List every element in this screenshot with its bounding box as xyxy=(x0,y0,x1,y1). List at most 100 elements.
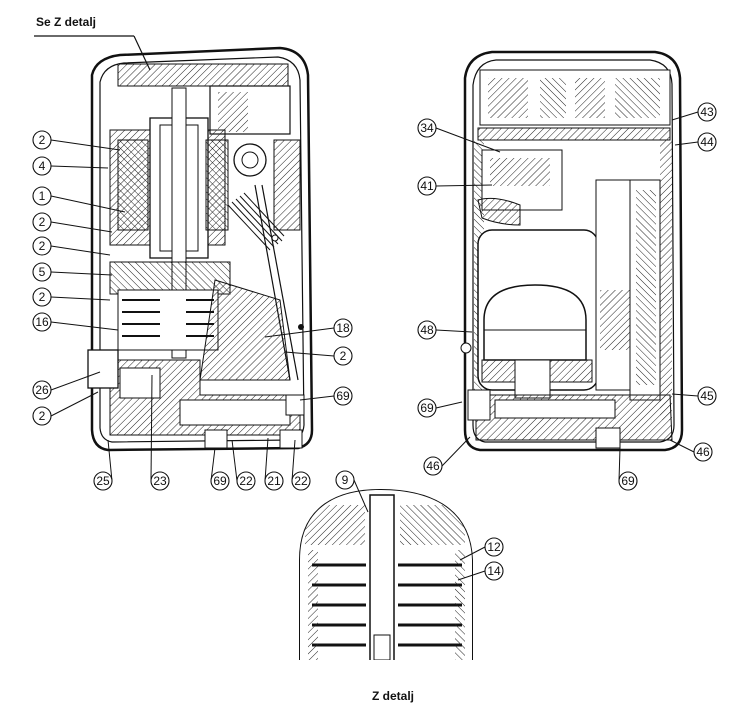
detail-callout: 9 xyxy=(335,470,369,513)
callout-number: 48 xyxy=(420,323,434,337)
right-callout: 69 xyxy=(618,447,638,491)
left-callout: 23 xyxy=(150,374,170,491)
left-callout: 2 xyxy=(32,212,113,233)
callout-circle xyxy=(32,262,52,282)
callout-circle xyxy=(417,176,437,196)
callout-number: 22 xyxy=(239,474,253,488)
detail-view-caption: Z detalj xyxy=(372,689,414,703)
callout-number: 46 xyxy=(426,459,440,473)
left-section-view xyxy=(87,46,314,452)
callout-number: 46 xyxy=(696,445,710,459)
callout-circle xyxy=(32,156,52,176)
leader-line xyxy=(50,245,111,256)
callout-circle xyxy=(32,406,52,426)
right-callout: 69 xyxy=(417,398,463,418)
callout-number: 69 xyxy=(213,474,227,488)
leader-line xyxy=(284,351,335,357)
leader-line xyxy=(671,393,699,397)
callout-number: 23 xyxy=(153,474,167,488)
callout-number: 2 xyxy=(39,133,46,147)
right-section-view xyxy=(460,50,684,452)
leader-line xyxy=(50,165,109,169)
left-callout: 2 xyxy=(32,287,111,307)
leader-line xyxy=(674,141,699,146)
callout-circle xyxy=(618,471,638,491)
z-detail-view xyxy=(299,488,473,660)
leader-line xyxy=(50,321,119,331)
leader-line xyxy=(291,439,296,482)
callout-number: 34 xyxy=(420,121,434,135)
right-callout: 48 xyxy=(417,320,473,340)
right-callout: 46 xyxy=(423,436,471,476)
callout-circle xyxy=(484,537,504,557)
right-callout: 46 xyxy=(669,439,713,462)
callout-circle xyxy=(697,102,717,122)
callout-number: 12 xyxy=(487,540,501,554)
callout-circle xyxy=(697,386,717,406)
callout-circle xyxy=(210,471,230,491)
right-callout: 34 xyxy=(417,118,501,153)
callout-number: 2 xyxy=(39,239,46,253)
callout-number: 44 xyxy=(700,135,714,149)
leader-line xyxy=(618,447,621,482)
left-callout: 22 xyxy=(231,439,256,491)
callout-circle xyxy=(333,386,353,406)
callout-circle xyxy=(150,471,170,491)
left-callout: 22 xyxy=(291,439,311,491)
leader-line xyxy=(50,195,126,213)
callout-circle xyxy=(93,471,113,491)
callout-circle xyxy=(333,318,353,338)
callout-number: 69 xyxy=(621,474,635,488)
detail-callout: 14 xyxy=(457,561,504,581)
callout-number: 21 xyxy=(267,474,281,488)
callout-number: 25 xyxy=(96,474,110,488)
leader-line xyxy=(50,221,113,233)
callout-number: 2 xyxy=(39,409,46,423)
callout-circle xyxy=(236,471,256,491)
callout-number: 2 xyxy=(39,215,46,229)
detail-reference-caption: Se Z detalj xyxy=(36,15,96,29)
leader-line xyxy=(50,139,121,151)
leader-line xyxy=(353,479,369,513)
callout-circle xyxy=(423,456,443,476)
leader-line xyxy=(435,184,493,187)
left-callout: 4 xyxy=(32,156,109,176)
leader-line xyxy=(459,546,486,561)
callout-number: 45 xyxy=(700,389,714,403)
leader-line xyxy=(150,374,153,482)
leader-line xyxy=(107,439,113,482)
callout-number: 2 xyxy=(340,349,347,363)
leader-line xyxy=(299,395,335,401)
callout-circle xyxy=(417,398,437,418)
callout-circle xyxy=(32,186,52,206)
left-callout: 25 xyxy=(93,439,113,491)
leader-line xyxy=(671,111,699,121)
callout-circle xyxy=(333,346,353,366)
callout-number: 41 xyxy=(420,179,434,193)
leader-line xyxy=(669,439,695,453)
left-callout: 5 xyxy=(32,262,113,282)
callout-number: 9 xyxy=(342,473,349,487)
right-callout: 41 xyxy=(417,176,493,196)
callout-number: 16 xyxy=(35,315,49,329)
leader-line xyxy=(264,437,269,482)
right-callout: 45 xyxy=(671,386,717,406)
callout-circle xyxy=(32,236,52,256)
callout-number: 14 xyxy=(487,564,501,578)
callout-circle xyxy=(32,130,52,150)
callout-circle xyxy=(32,212,52,232)
callout-circle xyxy=(32,380,52,400)
left-callout: 21 xyxy=(264,437,284,491)
left-callout: 16 xyxy=(32,312,119,332)
leader-line xyxy=(435,401,463,409)
callout-number: 69 xyxy=(420,401,434,415)
callout-circle xyxy=(417,320,437,340)
callout-number: 43 xyxy=(700,105,714,119)
callout-number: 26 xyxy=(35,383,49,397)
detail-callout: 12 xyxy=(459,537,504,561)
leader-line xyxy=(50,271,113,276)
left-callout: 2 xyxy=(284,346,353,366)
callout-number: 1 xyxy=(39,189,46,203)
callout-number: 18 xyxy=(336,321,350,335)
